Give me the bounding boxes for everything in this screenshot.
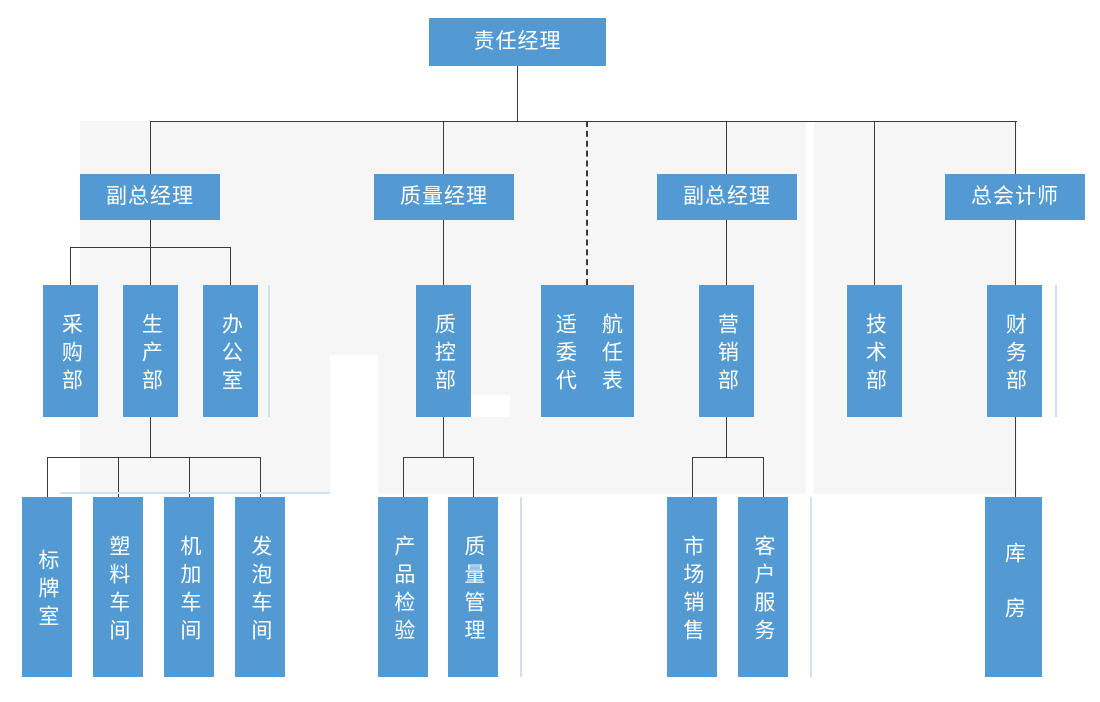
connector-qc-stem [443, 417, 444, 457]
node-office[interactable]: 办公室 [203, 285, 258, 417]
artifact-line-5 [60, 492, 330, 494]
connector-vgm1-to-office [230, 247, 231, 285]
connector-drop-chief-accountant [1015, 121, 1016, 174]
connector-finance-to-warehouse [1015, 417, 1016, 497]
node-foaming-workshop[interactable]: 发泡车间 [235, 497, 285, 677]
background-patch-mid [330, 355, 378, 495]
connector-to-customer-service [763, 457, 764, 497]
connector-to-plastic [118, 457, 119, 497]
connector-root-stem [517, 66, 518, 121]
node-machining-workshop[interactable]: 机加车间 [164, 497, 214, 677]
node-quality-manager[interactable]: 质量经理 [374, 174, 514, 220]
artifact-line-1 [268, 285, 270, 417]
artifact-line-3 [810, 497, 812, 677]
connector-accountant-to-finance [1015, 220, 1016, 285]
connector-drop-vgm2 [726, 121, 727, 174]
artifact-line-4 [1055, 285, 1057, 417]
node-purchasing-department[interactable]: 采购部 [43, 285, 98, 417]
connector-to-sales [692, 457, 693, 497]
connector-to-machining [189, 457, 190, 497]
connector-to-product-inspection [403, 457, 404, 497]
connector-qc-bar [403, 457, 473, 458]
connector-vgm2-to-marketing [726, 220, 727, 285]
node-finance-department[interactable]: 财务部 [987, 285, 1042, 417]
node-plastic-workshop[interactable]: 塑料车间 [93, 497, 143, 677]
connector-marketing-bar [692, 457, 763, 458]
node-sign-room[interactable]: 标牌室 [22, 497, 72, 677]
connector-vgm1-to-purchasing [70, 247, 71, 285]
node-production-department[interactable]: 生产部 [123, 285, 178, 417]
connector-to-quality-management [473, 457, 474, 497]
connector-to-signroom [47, 457, 48, 497]
connector-to-foaming [260, 457, 261, 497]
node-responsible-manager[interactable]: 责任经理 [429, 18, 606, 66]
node-deputy-general-manager-2[interactable]: 副总经理 [657, 174, 797, 220]
background-patch-qc [470, 395, 510, 417]
node-market-sales[interactable]: 市场销售 [667, 497, 717, 677]
connector-drop-tech-dept [874, 121, 875, 285]
connector-production-bar [47, 457, 260, 458]
connector-drop-vgm1 [150, 121, 151, 174]
node-technical-department[interactable]: 技术部 [847, 285, 902, 417]
node-chief-accountant[interactable]: 总会计师 [945, 174, 1085, 220]
connector-production-stem [150, 417, 151, 457]
connector-vgm1-stem [150, 220, 151, 247]
background-patch-center [806, 121, 814, 494]
connector-qualitymgr-to-qc [443, 220, 444, 285]
node-marketing-department[interactable]: 营销部 [699, 285, 754, 417]
node-quality-control-department[interactable]: 质控部 [416, 285, 471, 417]
node-customer-service[interactable]: 客户服务 [738, 497, 788, 677]
artifact-line-2 [520, 497, 522, 677]
airworthiness-column-left: 航任表 [599, 313, 623, 397]
connector-vgm1-to-production [150, 247, 151, 285]
node-warehouse[interactable]: 库房 [985, 497, 1042, 677]
airworthiness-column-right: 适委代 [553, 313, 577, 397]
node-deputy-general-manager-1[interactable]: 副总经理 [80, 174, 220, 220]
node-product-inspection[interactable]: 产品检验 [378, 497, 428, 677]
connector-marketing-stem [726, 417, 727, 457]
node-airworthiness-designated-representative[interactable]: 适委代 航任表 [541, 285, 634, 417]
connector-drop-airworthiness-dashed [586, 121, 588, 285]
connector-drop-quality-mgr [443, 121, 444, 174]
node-quality-management[interactable]: 质量管理 [448, 497, 498, 677]
connector-main-bus [150, 121, 1017, 122]
